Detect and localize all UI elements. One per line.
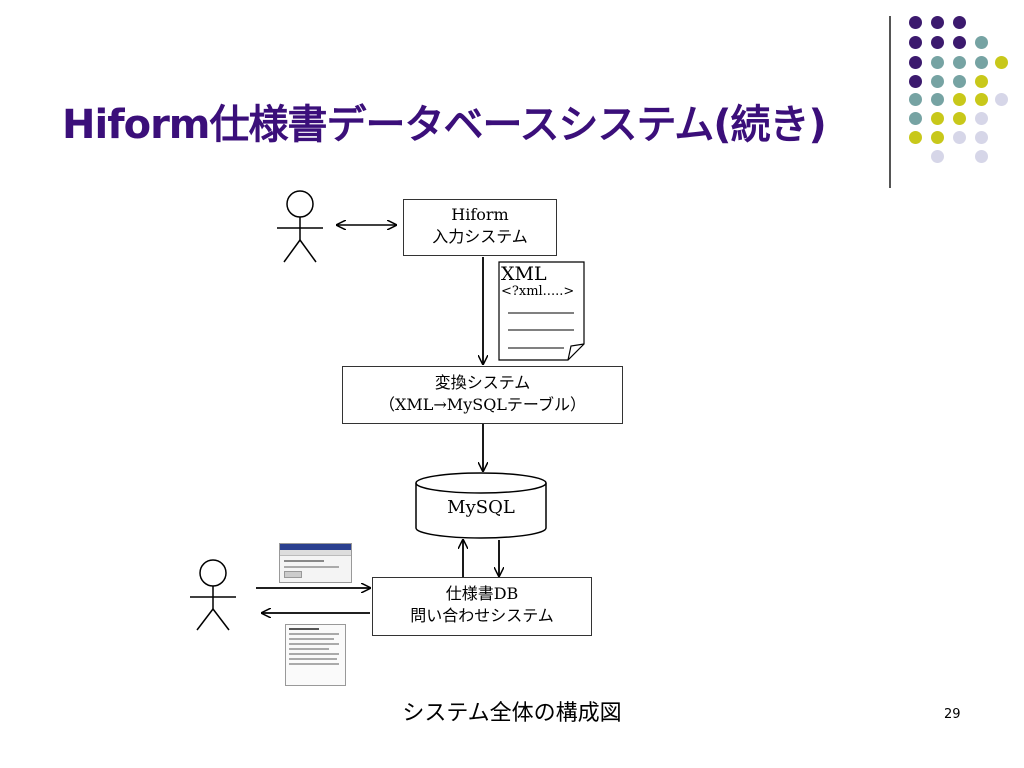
user-actor-top [277,190,323,263]
dot [909,56,922,69]
dot [909,112,922,125]
query-system-label-1: 仕様書DB [445,584,519,603]
dot [975,75,988,88]
dot [931,112,944,125]
query-form-screenshot [279,543,352,583]
dot [909,131,922,144]
figure-caption: システム全体の構成図 [402,701,622,726]
dot [909,75,922,88]
dot [909,93,922,106]
dot [995,93,1008,106]
dot [953,56,966,69]
dot [953,112,966,125]
thumb-toolbar [280,550,351,556]
dot [953,75,966,88]
slide-title: Hiform仕様書データベースシステム(続き) [62,102,827,148]
dot [975,131,988,144]
dot [953,16,966,29]
page-number: 29 [944,707,961,722]
dot [953,36,966,49]
dot [931,16,944,29]
input-system-label-2: 入力システム [432,227,528,246]
query-system-label-2: 問い合わせシステム [410,606,554,625]
convert-system-label-1: 変換システム [434,373,531,392]
dot [931,93,944,106]
dot [931,36,944,49]
dot [975,93,988,106]
user-actor-bottom [190,559,236,631]
input-system-box: Hiform 入力システム [403,199,557,256]
xml-doc-header: XML [501,263,547,285]
input-system-label-1: Hiform [451,205,509,224]
dot [975,150,988,163]
xml-doc-line: <?xml.....> [501,284,575,299]
xml-document-icon [498,261,585,361]
results-page-screenshot [285,624,346,686]
dot [953,131,966,144]
convert-system-box: 変換システム （XML→MySQLテーブル） [342,366,623,424]
dot [931,150,944,163]
dot [975,56,988,69]
database-cylinder-icon [415,472,547,539]
divider-line [889,16,891,188]
dot [909,16,922,29]
dot [909,36,922,49]
dot [931,75,944,88]
mysql-label: MySQL [447,497,515,518]
thumb-titlebar [280,544,351,550]
query-system-box: 仕様書DB 問い合わせシステム [372,577,592,636]
dot [931,131,944,144]
dot [975,112,988,125]
dot [975,36,988,49]
convert-system-label-2: （XML→MySQLテーブル） [379,395,586,414]
dot [995,56,1008,69]
dot [931,56,944,69]
dot [953,93,966,106]
